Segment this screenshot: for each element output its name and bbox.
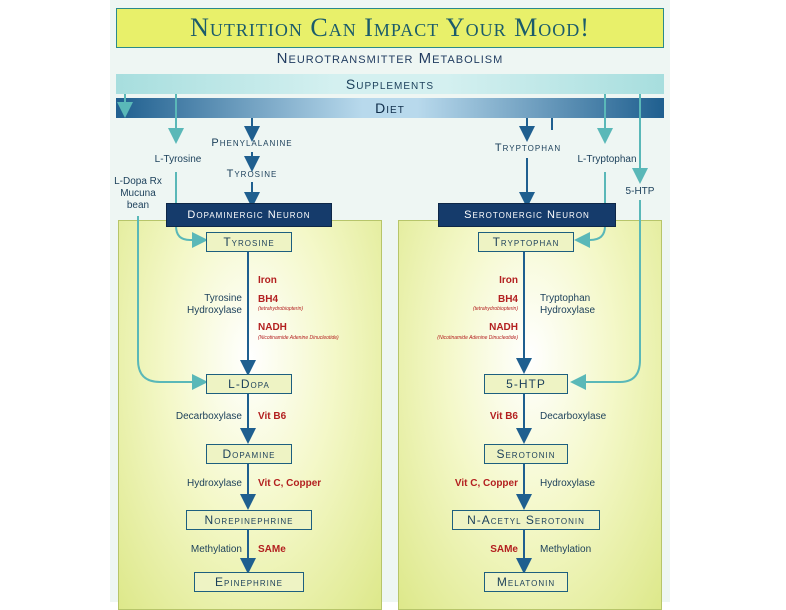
mucuna-label: Mucuna: [120, 188, 156, 199]
cofactor-bh4: BH4: [258, 294, 279, 305]
node-serotonin: Serotonin: [484, 444, 568, 464]
diet-band: Diet: [116, 98, 664, 118]
cofactor-nadh: NADH: [258, 322, 287, 333]
bean-label: bean: [126, 200, 150, 211]
node-tryptophan: Tryptophan: [478, 232, 574, 252]
cofactor-nadh-right: NADH: [489, 322, 518, 333]
cofactor-iron-right: Iron: [499, 275, 518, 286]
cofactor-nadh-sub-right: (Nicotinamide Adenine Dinucleotide): [437, 335, 518, 341]
serotonergic-panel: [398, 220, 662, 610]
node-epinephrine: Epinephrine: [194, 572, 304, 592]
node-norepinephrine: Norepinephrine: [186, 510, 312, 530]
node-melatonin: Melatonin: [484, 572, 568, 592]
enzyme-decarboxylase-right: Decarboxylase: [540, 411, 607, 422]
tryptophan-diet-label: Tryptophan: [494, 142, 562, 154]
l-dopa-rx-label: L-Dopa Rx: [114, 176, 162, 187]
serotonergic-neuron-header: Serotonergic Neuron: [438, 203, 616, 227]
node-5-htp: 5-HTP: [484, 374, 568, 394]
l-tryptophan-label: L-Tryptophan: [577, 154, 637, 165]
node-l-dopa: L-Dopa: [206, 374, 292, 394]
enzyme-hydroxylase-label-right: Hydroxylase: [540, 305, 596, 316]
cofactor-same: SAMe: [258, 544, 286, 555]
enzyme-methylation: Methylation: [190, 544, 242, 555]
cofactor-bh4-right: BH4: [497, 294, 518, 305]
enzyme-hydroxylase: Hydroxylase: [186, 478, 242, 489]
cofactor-vit-b6: Vit B6: [258, 411, 287, 422]
node-n-acetyl-serotonin: N-Acetyl Serotonin: [452, 510, 600, 530]
phenylalanine-label: Phenylalanine: [211, 137, 293, 149]
supplements-band: Supplements: [116, 74, 664, 94]
5-htp-supp-label: 5-HTP: [625, 186, 655, 197]
cofactor-vit-c-copper-right: Vit C, Copper: [454, 478, 518, 489]
tyrosine-diet-label: Tyrosine: [226, 168, 278, 180]
dopaminergic-neuron-header: Dopaminergic Neuron: [166, 203, 332, 227]
page-title: Nutrition Can Impact Your Mood!: [116, 8, 664, 48]
cofactor-bh4-sub-right: (tetrahydrobiopterin): [472, 306, 518, 312]
enzyme-hydroxylase-label: Hydroxylase: [186, 305, 242, 316]
cofactor-vit-c-copper: Vit C, Copper: [258, 478, 322, 489]
cofactor-iron: Iron: [258, 275, 277, 286]
enzyme-tyrosine-label: Tyrosine: [204, 293, 242, 304]
cofactor-vit-b6-right: Vit B6: [489, 411, 518, 422]
l-tyrosine-label: L-Tyrosine: [154, 154, 202, 165]
node-tyrosine: Tyrosine: [206, 232, 292, 252]
enzyme-methylation-right: Methylation: [540, 544, 592, 555]
enzyme-decarboxylase: Decarboxylase: [175, 411, 242, 422]
enzyme-tryptophan-label: Tryptophan: [540, 293, 591, 304]
node-dopamine: Dopamine: [206, 444, 292, 464]
dopaminergic-panel: [118, 220, 382, 610]
cofactor-nadh-sub: (Nicotinamide Adenine Dinucleotide): [258, 335, 339, 341]
page-subtitle: Neurotransmitter Metabolism: [276, 50, 504, 67]
cofactor-same-right: SAMe: [490, 544, 518, 555]
cofactor-bh4-sub: (tetrahydrobiopterin): [258, 306, 304, 312]
enzyme-hydroxylase-right: Hydroxylase: [540, 478, 596, 489]
